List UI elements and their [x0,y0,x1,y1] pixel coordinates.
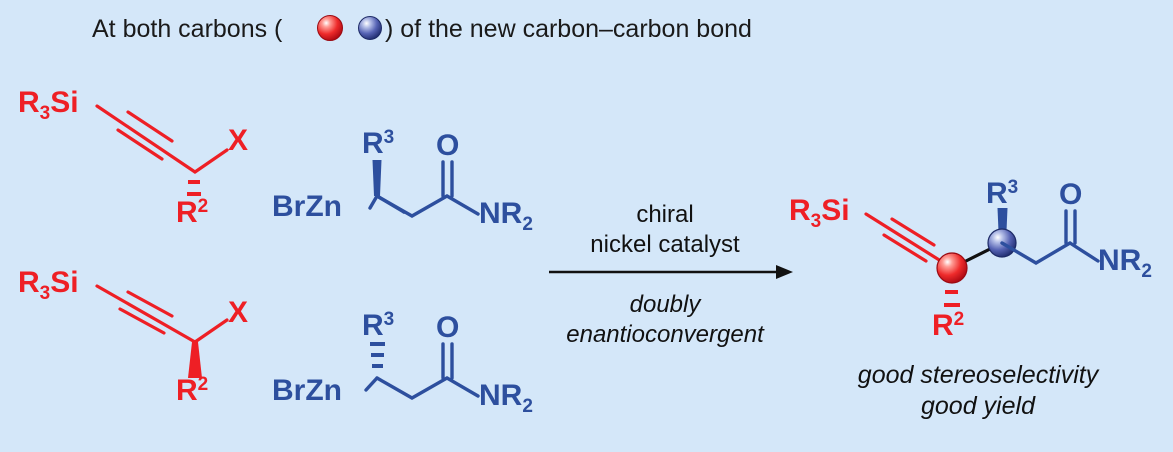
silyl-label-bottom: R3Si [18,266,79,304]
condition-below-line1: doubly [630,291,703,318]
reactant-propargyl-bottom: R3Si X R2 [18,266,248,407]
amide-label-top: NR2 [479,197,533,235]
reaction-arrow-group: chiral nickel catalyst doubly enantiocon… [549,201,793,348]
zinc-label-bottom: BrZn [272,374,342,407]
wedge-bond-r2-bottom [188,342,202,378]
product-caption: good stereoselectivity good yield [858,361,1100,420]
r3-label-bottom: R3 [362,309,394,342]
product-r2-label: R2 [932,309,964,342]
wedge-bond-r3-top [372,160,382,196]
product-amide-label: NR2 [1098,244,1152,282]
oxygen-label-bottom: O [436,311,459,344]
silyl-label-top: R3Si [18,86,79,124]
red-carbon-sphere [936,252,968,284]
leaving-group-label-top: X [228,124,248,157]
product-structure: R3Si R2 R3 O NR2 [789,177,1152,342]
reactant-organozinc-bottom: BrZn R3 O NR2 [272,309,533,417]
r3-label-top: R3 [362,127,394,160]
header-text-after: ) of the new carbon–carbon bond [385,15,752,43]
reactant-propargyl-top: R3Si X R2 [18,86,248,229]
product-silyl-label: R3Si [789,194,850,232]
header-text-before: At both carbons ( [92,15,283,43]
product-oxygen-label: O [1059,178,1082,211]
bond-to-leaving-group-top [193,148,229,174]
amide-label-bottom: NR2 [479,379,533,417]
r2-label-top: R2 [176,196,208,229]
r2-label-bottom: R2 [176,374,208,407]
condition-above-line1: chiral [636,201,693,228]
caption-line2: good yield [921,392,1036,420]
product-r3-label: R3 [986,177,1018,210]
condition-above-line2: nickel catalyst [590,231,740,258]
oxygen-label-top: O [436,129,459,162]
caption-line1: good stereoselectivity [858,361,1100,389]
red-carbon-sphere [317,15,343,41]
blue-carbon-sphere [358,16,382,40]
header-caption: At both carbons ( ) of the new carbon–ca… [92,15,752,43]
condition-below-line2: enantioconvergent [566,321,765,348]
zinc-label-top: BrZn [272,190,342,223]
arrow-head [776,265,793,279]
leaving-group-label-bottom: X [228,296,248,329]
bond-to-leaving-group-bottom [193,318,229,344]
reactant-organozinc-top: BrZn R3 O NR2 [272,127,533,235]
